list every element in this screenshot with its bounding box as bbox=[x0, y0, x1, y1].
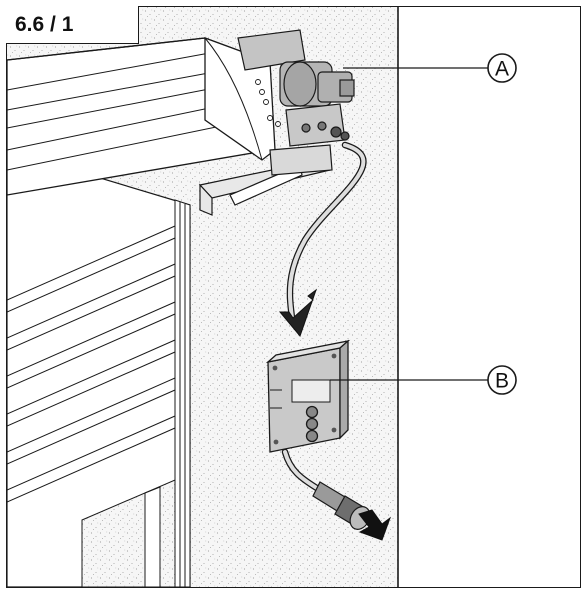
callout-a: A bbox=[487, 53, 517, 83]
arrow-down-icon bbox=[278, 288, 318, 337]
arrow-diagonal-icon bbox=[358, 509, 392, 541]
mounting-bracket bbox=[198, 144, 333, 216]
callout-b: B bbox=[487, 365, 517, 395]
figure-id-label: 6.6 / 1 bbox=[6, 6, 139, 44]
callout-b-letter: B bbox=[495, 370, 509, 393]
callout-a-letter: A bbox=[495, 58, 509, 81]
circled-letter-icon bbox=[487, 365, 517, 395]
control-box bbox=[265, 339, 351, 453]
figure-id-text: 6.6 / 1 bbox=[15, 12, 74, 36]
drive-motor bbox=[237, 29, 355, 147]
power-plug bbox=[312, 481, 371, 530]
circled-letter-icon bbox=[487, 53, 517, 83]
shutter-curtain bbox=[7, 149, 191, 587]
